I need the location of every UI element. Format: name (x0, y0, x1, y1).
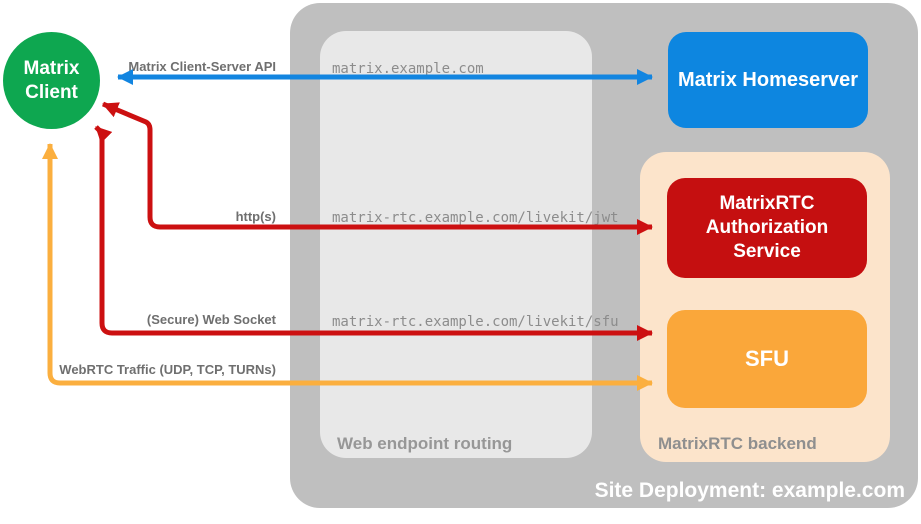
matrixrtc-backend-label: MatrixRTC backend (658, 434, 817, 453)
node-sfu: SFU (667, 310, 867, 408)
node-matrixrtc-authorization-service: MatrixRTC Authorization Service (667, 178, 867, 278)
route-matrix-example-com: matrix.example.com (332, 61, 484, 77)
flow-label-web-socket: (Secure) Web Socket (146, 312, 276, 327)
route-livekit-sfu: matrix-rtc.example.com/livekit/sfu (332, 314, 619, 330)
web-endpoint-routing-panel (320, 31, 592, 458)
node-matrix-homeserver: Matrix Homeserver (668, 32, 868, 128)
web-endpoint-routing-label: Web endpoint routing (337, 434, 513, 453)
site-deployment-label: Site Deployment: example.com (594, 479, 905, 502)
route-livekit-jwt: matrix-rtc.example.com/livekit/jwt (332, 210, 619, 226)
node-matrix-client: Matrix Client (3, 32, 100, 129)
flow-label-webrtc: WebRTC Traffic (UDP, TCP, TURNs) (59, 362, 276, 377)
flow-label-https: http(s) (235, 209, 276, 224)
